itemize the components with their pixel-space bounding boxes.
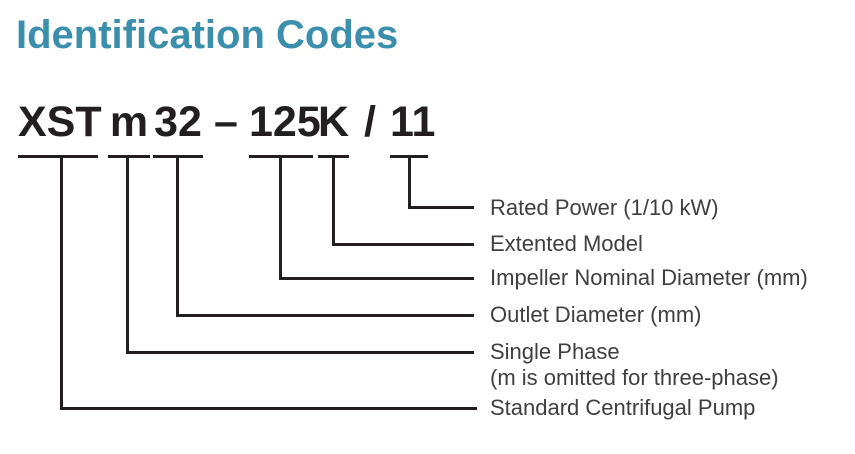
underline-xst [18, 155, 98, 158]
label-single-phase: Single Phase (m is omitted for three-pha… [490, 339, 779, 391]
connector-vertical-m [126, 155, 129, 354]
code-token-xst: XST [18, 98, 102, 146]
code-token-11: 11 [390, 98, 436, 146]
code-token-125: 125 [249, 98, 321, 146]
code-token-32: 32 [154, 98, 202, 146]
label-rated-power-text: Rated Power (1/10 kW) [490, 195, 719, 220]
label-rated-power: Rated Power (1/10 kW) [490, 195, 719, 221]
connector-horizontal-m [126, 351, 474, 354]
code-token-dash: – [214, 98, 238, 146]
connector-horizontal-11 [408, 206, 474, 209]
label-single-phase-text: Single Phase [490, 339, 620, 364]
label-outlet-diameter: Outlet Diameter (mm) [490, 302, 701, 328]
code-token-slash: / [364, 98, 376, 146]
connector-vertical-125 [279, 155, 282, 280]
label-extented-model-text: Extented Model [490, 231, 643, 256]
label-outlet-diameter-text: Outlet Diameter (mm) [490, 302, 702, 327]
connector-horizontal-xst [60, 407, 477, 410]
label-impeller-diameter-text: Impeller Nominal Diameter (mm) [490, 265, 808, 290]
connector-horizontal-k [332, 243, 474, 246]
connector-vertical-xst [60, 155, 63, 410]
connector-horizontal-32 [176, 314, 474, 317]
connector-vertical-k [332, 155, 335, 246]
label-extented-model: Extented Model [490, 231, 643, 257]
connector-horizontal-125 [279, 277, 474, 280]
connector-vertical-11 [408, 155, 411, 209]
code-token-k: K [318, 98, 350, 146]
code-token-m: m [109, 98, 149, 146]
page-title: Identification Codes [16, 13, 399, 57]
label-single-phase-note: (m is omitted for three-phase) [490, 365, 779, 390]
label-standard-centrifugal-pump: Standard Centrifugal Pump [490, 395, 755, 421]
connector-vertical-32 [176, 155, 179, 317]
label-impeller-diameter: Impeller Nominal Diameter (mm) [490, 265, 808, 291]
label-standard-centrifugal-pump-text: Standard Centrifugal Pump [490, 395, 756, 420]
underline-m [108, 155, 150, 158]
